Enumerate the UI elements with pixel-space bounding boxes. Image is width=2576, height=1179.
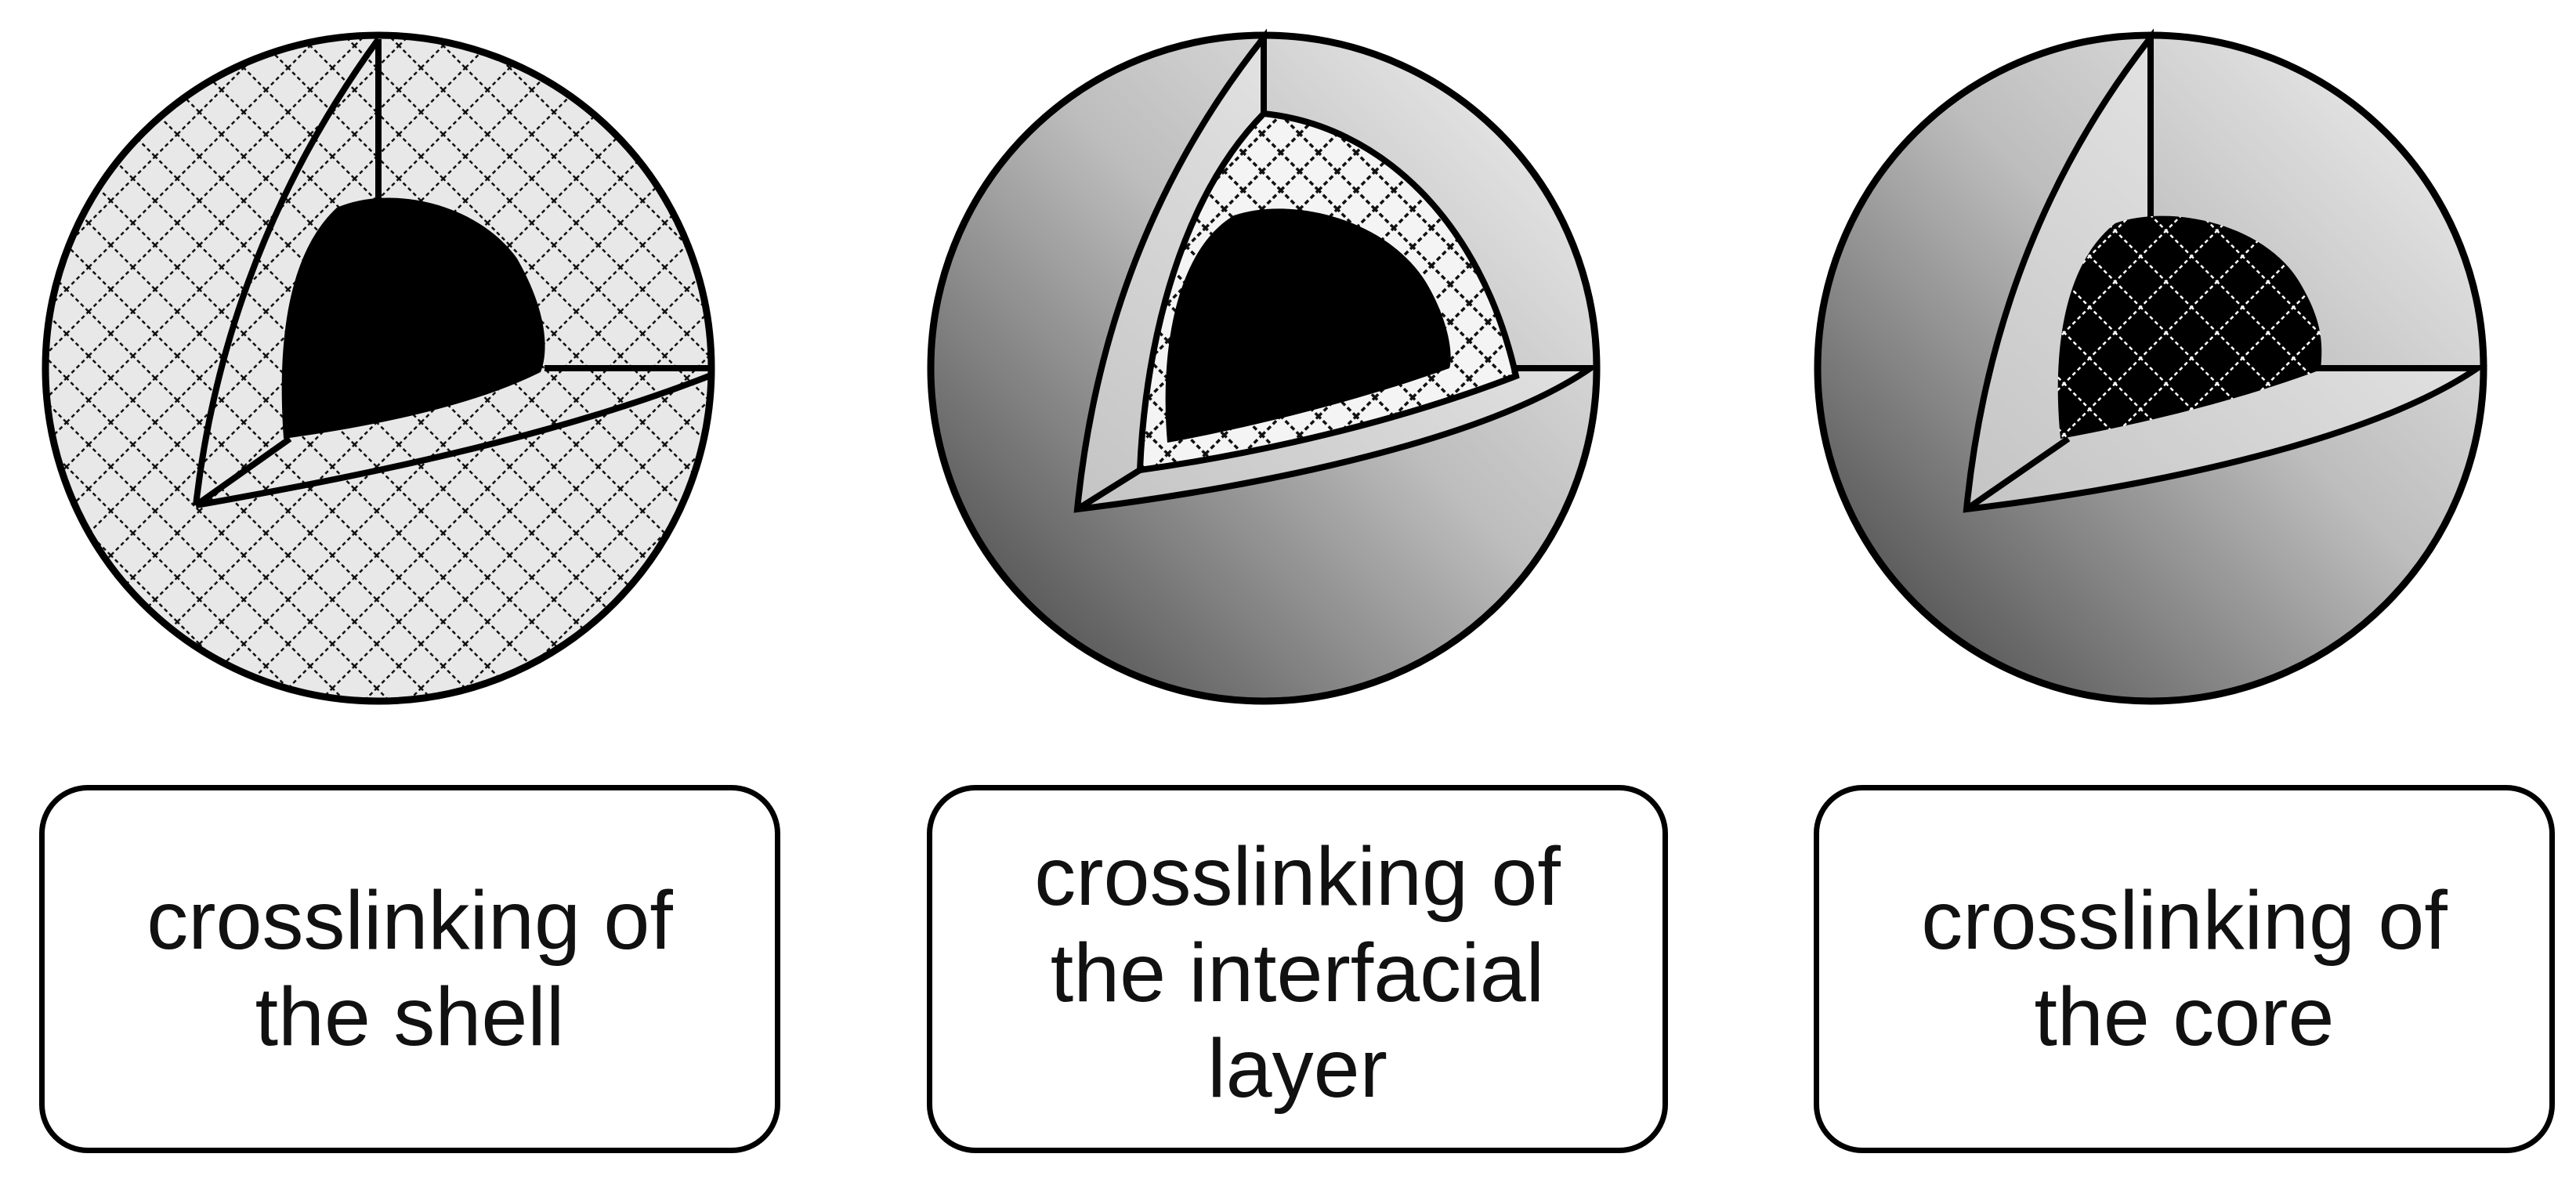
cut-edge-inner xyxy=(194,436,292,508)
label-text: crosslinking of the interfacial layer xyxy=(1034,830,1561,1116)
core xyxy=(281,197,545,439)
sphere-core-crosslinked xyxy=(1814,28,2487,705)
label-text: crosslinking of the core xyxy=(1921,874,2448,1063)
label-box-core: crosslinking of the core xyxy=(1814,785,2555,1153)
label-text: crosslinking of the shell xyxy=(147,874,673,1063)
cut-edge-inner xyxy=(1964,436,2071,512)
cut-edge-bottom xyxy=(195,373,711,508)
sphere-shell-crosslinked xyxy=(42,31,715,705)
cut-edge-inner xyxy=(1075,467,1142,512)
label-box-interfacial-layer: crosslinking of the interfacial layer xyxy=(927,785,1668,1153)
label-box-shell: crosslinking of the shell xyxy=(39,785,780,1153)
sphere-interface-crosslinked xyxy=(927,28,1601,705)
core xyxy=(2057,215,2322,439)
core xyxy=(1165,208,1451,443)
cut-edge-left xyxy=(193,37,382,506)
